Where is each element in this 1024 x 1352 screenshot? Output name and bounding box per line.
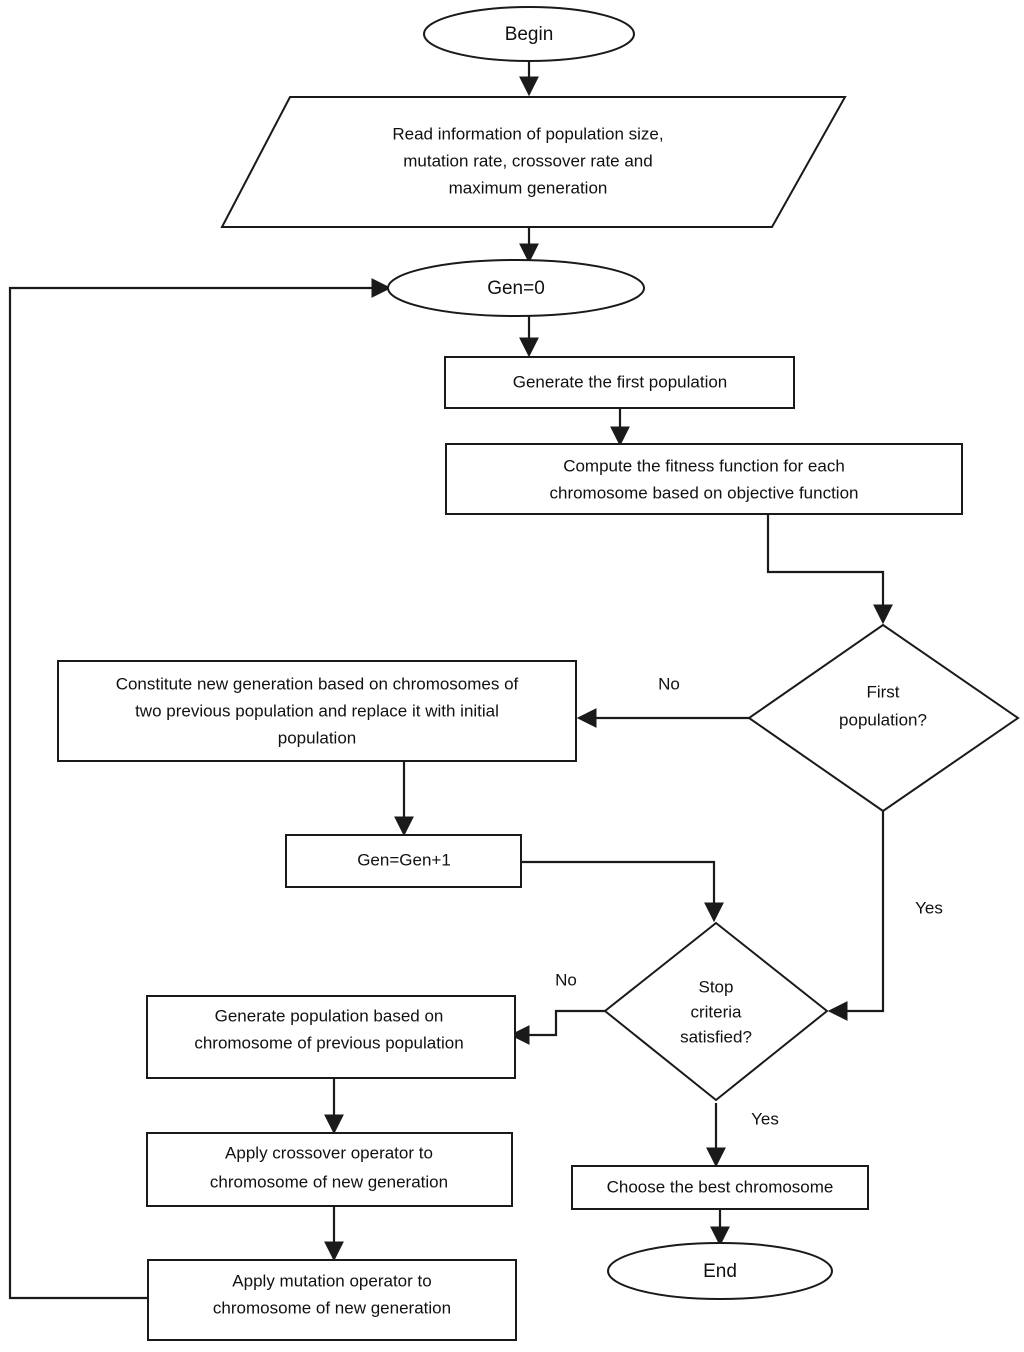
- node-first-population-decision[interactable]: First population?: [747, 623, 1020, 813]
- constitute-line-1: Constitute new generation based on chrom…: [116, 674, 519, 693]
- generate-population-line-2: chromosome of previous population: [194, 1033, 463, 1052]
- edge-label-first-population-yes: Yes: [915, 898, 943, 917]
- gen-zero-terminator-shape: [387, 259, 645, 317]
- apply-mutation-line-1: Apply mutation operator to: [232, 1271, 431, 1290]
- generate-first-population-label: Generate the first population: [513, 372, 728, 391]
- choose-best-chromosome-label: Choose the best chromosome: [607, 1177, 834, 1196]
- gen-zero-label: Gen=0: [487, 278, 545, 299]
- edge-stop-no-to-generate-population: [509, 1009, 605, 1045]
- apply-mutation-box-shape: [147, 1259, 517, 1341]
- read-information-line-1: Read information of population size,: [392, 124, 663, 143]
- edge-label-first-population-no: No: [658, 674, 680, 693]
- apply-crossover-line-1: Apply crossover operator to: [225, 1143, 433, 1162]
- node-begin[interactable]: Begin: [423, 6, 635, 62]
- stop-criteria-line-1: Stop: [699, 977, 734, 996]
- read-information-parallelogram-shape: [220, 96, 847, 228]
- node-generate-population[interactable]: Generate population based on chromosome …: [146, 995, 516, 1079]
- generate-population-line-1: Generate population based on: [215, 1006, 444, 1025]
- edge-labels-layer: No Yes No Yes: [555, 674, 943, 1128]
- stop-criteria-line-2: criteria: [690, 1002, 742, 1021]
- first-population-diamond-shape: [747, 623, 1020, 813]
- edge-label-stop-criteria-yes: Yes: [751, 1109, 779, 1128]
- stop-criteria-diamond-shape: [603, 921, 829, 1102]
- node-gen-increment[interactable]: Gen=Gen+1: [285, 834, 522, 888]
- edge-label-stop-criteria-no: No: [555, 970, 577, 989]
- node-generate-first-population[interactable]: Generate the first population: [444, 356, 795, 409]
- constitute-line-2: two previous population and replace it w…: [135, 701, 499, 720]
- begin-terminator-shape: [423, 6, 635, 62]
- node-apply-mutation[interactable]: Apply mutation operator to chromosome of…: [147, 1259, 517, 1341]
- edge-mutation-to-gen0-loopback: [8, 278, 392, 1300]
- gen-increment-label: Gen=Gen+1: [357, 850, 451, 869]
- node-gen-zero[interactable]: Gen=0: [387, 259, 645, 317]
- node-end[interactable]: End: [607, 1242, 833, 1300]
- node-read-information[interactable]: Read information of population size, mut…: [220, 96, 847, 228]
- begin-label: Begin: [505, 24, 554, 45]
- stop-criteria-line-3: satisfied?: [680, 1027, 752, 1046]
- generate-first-population-box-shape: [444, 356, 795, 409]
- node-stop-criteria-decision[interactable]: Stop criteria satisfied?: [603, 921, 829, 1102]
- read-information-line-2: mutation rate, crossover rate and: [403, 151, 652, 170]
- end-terminator-shape: [607, 1242, 833, 1300]
- edges-layer: [8, 61, 893, 1300]
- edge-gen-increment-to-stop: [522, 860, 724, 923]
- apply-crossover-box-shape: [146, 1132, 513, 1207]
- compute-fitness-line-2: chromosome based on objective function: [549, 483, 858, 502]
- node-choose-best-chromosome[interactable]: Choose the best chromosome: [571, 1165, 869, 1210]
- end-label: End: [703, 1261, 737, 1282]
- edge-first-population-yes-to-stop: [827, 811, 885, 1021]
- gen-increment-box-shape: [285, 834, 522, 888]
- first-population-line-2: population?: [839, 710, 927, 729]
- read-information-line-3: maximum generation: [449, 178, 608, 197]
- first-population-line-1: First: [866, 682, 899, 701]
- constitute-line-3: population: [278, 728, 356, 747]
- compute-fitness-line-1: Compute the fitness function for each: [563, 456, 845, 475]
- edge-fitness-to-first-population: [766, 514, 893, 625]
- node-apply-crossover[interactable]: Apply crossover operator to chromosome o…: [146, 1132, 513, 1207]
- node-constitute-new-generation[interactable]: Constitute new generation based on chrom…: [57, 660, 577, 762]
- generate-population-box-shape: [146, 995, 516, 1079]
- apply-mutation-line-2: chromosome of new generation: [213, 1298, 451, 1317]
- node-compute-fitness[interactable]: Compute the fitness function for each ch…: [445, 443, 963, 515]
- choose-best-chromosome-box-shape: [571, 1165, 869, 1210]
- constitute-new-generation-box-shape: [57, 660, 577, 762]
- compute-fitness-box-shape: [445, 443, 963, 515]
- apply-crossover-line-2: chromosome of new generation: [210, 1172, 448, 1191]
